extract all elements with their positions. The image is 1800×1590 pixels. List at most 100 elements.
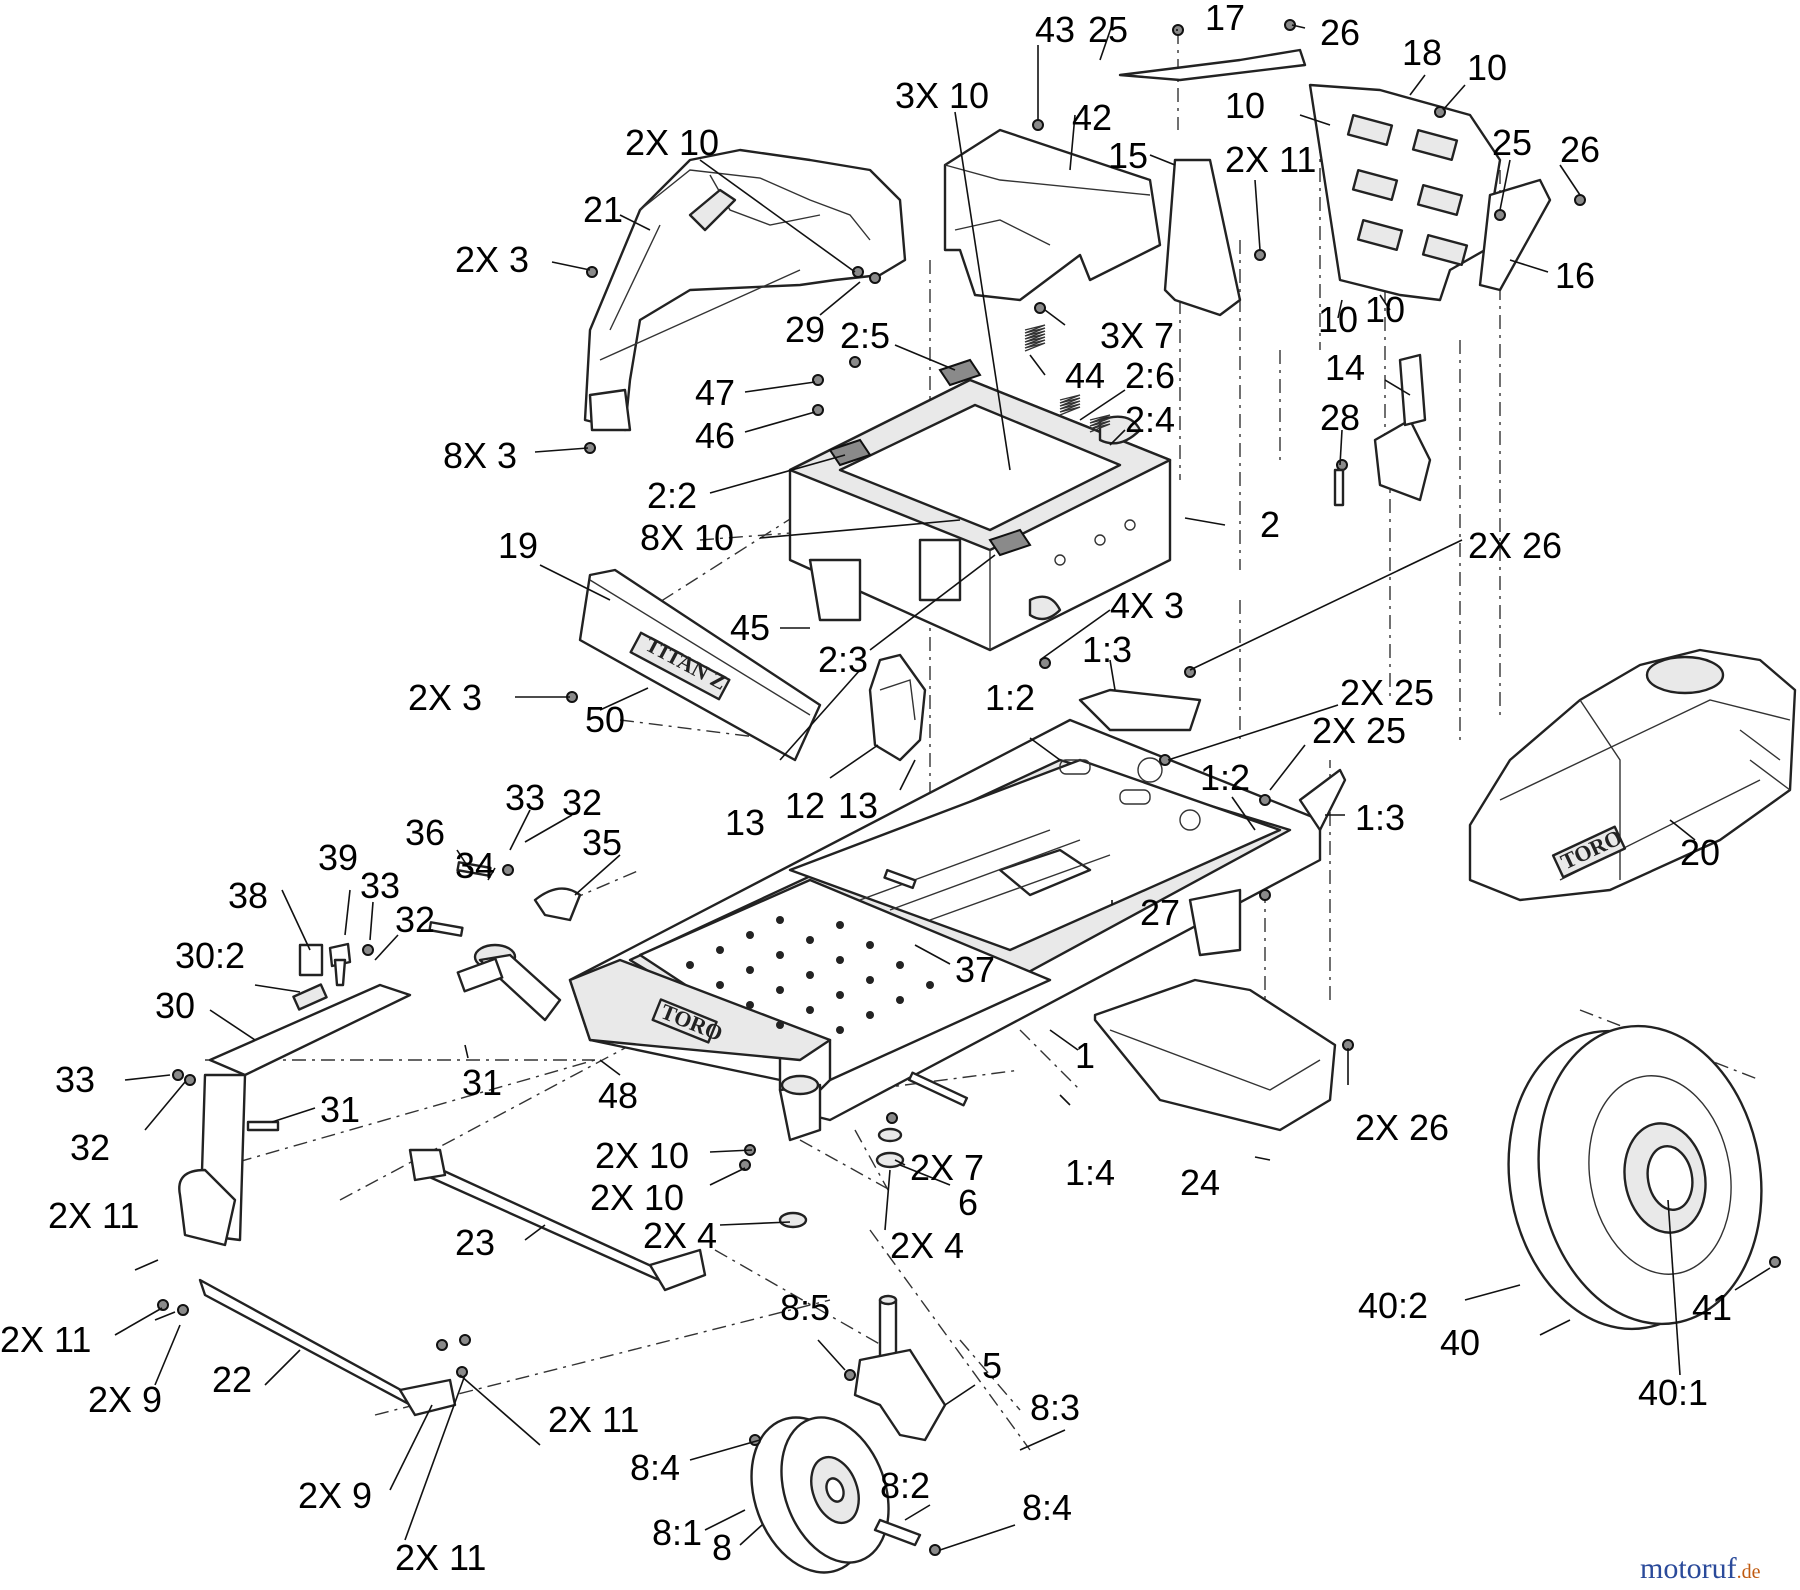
fasteners [157, 19, 1781, 1556]
callout-label: 26 [1320, 12, 1360, 53]
callout-label: 10 [1318, 299, 1358, 340]
callout-label: 2X 11 [395, 1537, 486, 1578]
callout-label: 2X 25 [1340, 672, 1434, 713]
callout-label: 8:5 [780, 1287, 830, 1328]
callout-label: 2X 11 [1225, 139, 1316, 180]
callout-label: 40:2 [1358, 1285, 1428, 1326]
callout-label: 1:3 [1082, 629, 1132, 670]
seat-mount-bracket [868, 653, 927, 762]
rear-panel [1308, 83, 1552, 302]
callout-labels: 43 25 17 26 18 10 3X 10 42 15 2X 11 10 2… [0, 0, 1732, 1578]
callout-label: 28 [1320, 397, 1360, 438]
callout-label: 2X 25 [1312, 710, 1406, 751]
callout-label: 33 [505, 777, 545, 818]
front-axle-bracket [178, 887, 582, 1247]
callout-label: 2X 9 [88, 1379, 162, 1420]
callout-label: 2:4 [1125, 399, 1175, 440]
callout-label: 31 [462, 1062, 502, 1103]
caster-wheel [750, 1416, 922, 1574]
callout-label: 1:3 [1355, 797, 1405, 838]
callout-label: 2:3 [818, 639, 868, 680]
callout-label: 13 [838, 785, 878, 826]
watermark: motoruf.de [1640, 1552, 1761, 1585]
front-cover: TITAN Z [578, 568, 822, 762]
callout-label: 27 [1140, 892, 1180, 933]
callout-label: 32 [562, 782, 602, 823]
callout-label: 41 [1692, 1287, 1732, 1328]
seat-support-bracket [943, 48, 1307, 317]
main-chassis: TORO [568, 688, 1347, 1122]
callout-label: 2 [1260, 504, 1280, 545]
callout-label: 22 [212, 1359, 252, 1400]
callout-label: 2X 26 [1468, 525, 1562, 566]
callout-label: 10 [1365, 289, 1405, 330]
callout-label: 10 [1467, 47, 1507, 88]
callout-label: 16 [1555, 255, 1595, 296]
callout-label: 4X 3 [1110, 585, 1184, 626]
callout-label: 34 [455, 845, 495, 886]
callout-label: 8:1 [652, 1512, 702, 1553]
callout-label: 33 [55, 1059, 95, 1100]
callout-label: 3X 10 [895, 75, 989, 116]
callout-label: 2X 3 [408, 677, 482, 718]
callout-label: 2:2 [647, 475, 697, 516]
caster-fork [853, 1294, 947, 1442]
callout-label: 30:2 [175, 935, 245, 976]
callout-label: 38 [228, 875, 268, 916]
watermark-main: motoruf [1640, 1552, 1737, 1585]
callout-label: 1:4 [1065, 1152, 1115, 1193]
callout-label: 10 [1225, 85, 1265, 126]
callout-label: 2X 11 [548, 1399, 639, 1440]
callout-label: 14 [1325, 347, 1365, 388]
callout-label: 8:3 [1030, 1387, 1080, 1428]
callout-label: 36 [405, 812, 445, 853]
callout-label: 2X 4 [890, 1225, 964, 1266]
callout-label: 40:1 [1638, 1372, 1708, 1413]
callout-label: 17 [1205, 0, 1245, 38]
cross-shaft-23 [408, 1148, 707, 1292]
drive-wheel [1507, 1024, 1763, 1331]
leader-lines [114, 24, 1771, 1551]
callout-label: 37 [955, 949, 995, 990]
callout-label: 43 [1035, 9, 1075, 50]
callout-label: 2X 10 [595, 1135, 689, 1176]
callout-label: 21 [583, 189, 623, 230]
callout-label: 2X 4 [643, 1215, 717, 1256]
callout-label: 33 [360, 865, 400, 906]
callout-label: 5 [982, 1345, 1002, 1386]
callout-label: 19 [498, 525, 538, 566]
callout-label: 31 [320, 1089, 360, 1130]
callout-label: 24 [1180, 1162, 1220, 1203]
callout-label: 35 [582, 822, 622, 863]
callout-label: 2X 10 [625, 122, 719, 163]
callout-label: 32 [70, 1127, 110, 1168]
callout-label: 1 [1075, 1035, 1095, 1076]
callout-label: 40 [1440, 1322, 1480, 1363]
callout-label: 48 [598, 1075, 638, 1116]
right-control-tower: TORO [1468, 648, 1797, 902]
callout-label: 12 [785, 785, 825, 826]
callout-label: 39 [318, 837, 358, 878]
callout-label: 45 [730, 607, 770, 648]
cross-shaft-22 [198, 1278, 457, 1417]
callout-label: 25 [1088, 9, 1128, 50]
seat-springs [1024, 324, 1111, 433]
callout-label: 44 [1065, 355, 1105, 396]
callout-label: 25 [1492, 122, 1532, 163]
callout-label: 26 [1560, 129, 1600, 170]
callout-label: 30 [155, 985, 195, 1026]
callout-label: 32 [395, 899, 435, 940]
callout-label: 13 [725, 802, 765, 843]
callout-label: 8 [712, 1527, 732, 1568]
callout-label: 8:2 [880, 1465, 930, 1506]
callout-label: 23 [455, 1222, 495, 1263]
callout-label: 2X 11 [0, 1319, 91, 1360]
callout-label: 8X 3 [443, 435, 517, 476]
callout-label: 8:4 [630, 1447, 680, 1488]
callout-label: 1:2 [985, 677, 1035, 718]
callout-label: 8X 10 [640, 517, 734, 558]
callout-label: 3X 7 [1100, 315, 1174, 356]
callout-label: 2X 9 [298, 1475, 372, 1516]
callout-label: 47 [695, 372, 735, 413]
